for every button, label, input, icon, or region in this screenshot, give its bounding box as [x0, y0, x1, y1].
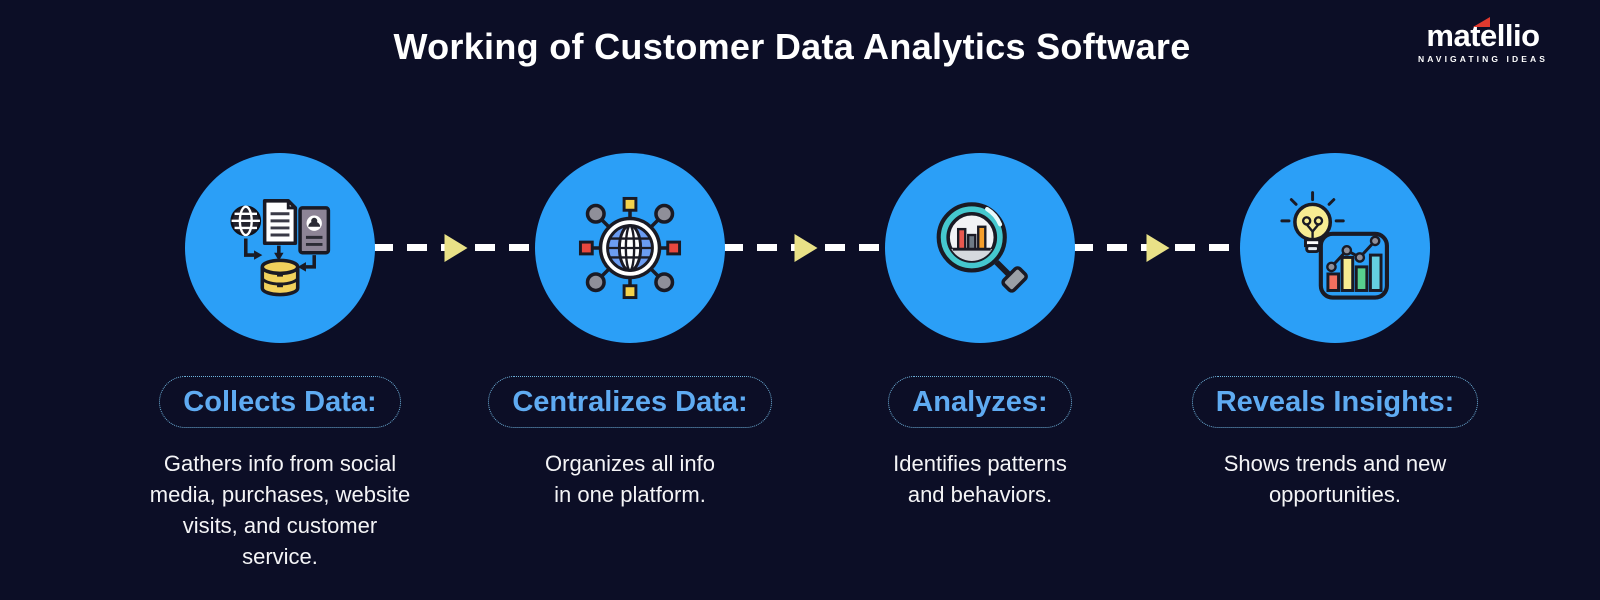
step-label-pill: Collects Data:	[159, 376, 401, 428]
step-circle	[885, 153, 1075, 343]
magnifier-bar-chart-icon	[936, 202, 1028, 293]
step-reveals-insights: Reveals Insights: Shows trends and new o…	[1155, 153, 1515, 510]
step-description: Shows trends and new opportunities.	[1223, 451, 1447, 507]
step-circle	[535, 153, 725, 343]
step-description: Identifies patterns and behaviors.	[893, 451, 1067, 507]
step-label-pill: Analyzes:	[888, 376, 1072, 428]
network-globe-icon	[578, 196, 682, 300]
step-description: Organizes all info in one platform.	[545, 451, 715, 507]
step-centralizes-data: Centralizes Data: Organizes all info in …	[450, 153, 810, 510]
step-label: Collects Data:	[183, 385, 377, 418]
connector-dashed-line	[1073, 233, 1243, 262]
arrow-right-icon	[1146, 233, 1170, 262]
lightbulb-chart-icon	[1280, 191, 1389, 300]
data-collection-icon	[230, 199, 331, 297]
connector-dashed-line	[723, 233, 888, 262]
logo-flag-icon	[1473, 17, 1491, 27]
page-title: Working of Customer Data Analytics Softw…	[393, 26, 1191, 67]
logo-wordmark: matellio	[1426, 17, 1540, 51]
step-circle	[1240, 153, 1430, 343]
step-label-pill: Centralizes Data:	[488, 376, 772, 428]
step-label: Reveals Insights:	[1215, 385, 1455, 418]
matellio-logo: matellio NAVIGATING IDEAS	[1417, 17, 1548, 64]
arrow-right-icon	[444, 233, 467, 262]
step-description: Gathers info from social media, purchase…	[149, 451, 411, 569]
step-collects-data: Collects Data: Gathers info from social …	[100, 153, 460, 572]
step-analyzes: Analyzes: Identifies patterns and behavi…	[800, 153, 1160, 510]
step-label: Centralizes Data:	[512, 385, 748, 418]
connector-dashed-line	[373, 233, 538, 262]
step-label-pill: Reveals Insights:	[1191, 376, 1479, 428]
arrow-right-icon	[794, 233, 817, 262]
step-label: Analyzes:	[912, 385, 1048, 418]
step-circle	[185, 153, 375, 343]
logo-tagline: NAVIGATING IDEAS	[1417, 54, 1548, 64]
